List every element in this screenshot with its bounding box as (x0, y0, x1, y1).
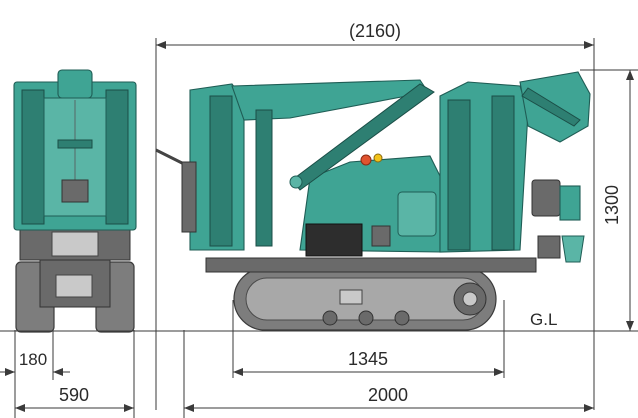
side-engine-panel (397, 191, 437, 237)
side-lower-frame (205, 257, 537, 273)
side-roller-2 (358, 310, 374, 326)
front-cross-bar (57, 139, 93, 149)
side-jib-arm (521, 87, 581, 127)
front-undercarriage (39, 254, 111, 308)
side-track-plate (339, 289, 363, 305)
dimension-track-shoe-width: 180 (0, 330, 70, 418)
side-front-leg-2 (491, 95, 515, 251)
dimension-track-center-label: 1345 (348, 349, 388, 369)
side-front-jack-pad (537, 235, 561, 259)
front-undercarriage-plate (55, 274, 93, 298)
dimension-height: 1300 (580, 69, 638, 331)
dimension-overall-length-top-label: (2160) (349, 21, 401, 41)
side-rear-leg (209, 95, 233, 247)
front-control-box (61, 179, 89, 203)
side-front-leg-1 (447, 99, 471, 251)
dimension-height-label: 1300 (602, 185, 622, 225)
side-rear-leg-2 (255, 109, 273, 247)
side-front-jack (561, 235, 585, 263)
front-boom-head (57, 69, 93, 99)
dimension-overall-width: 590 (15, 330, 135, 418)
side-warning-lamp-red (360, 154, 372, 166)
side-boom-pivot (289, 175, 303, 189)
side-hook-block (559, 185, 581, 221)
front-view (13, 69, 137, 333)
dimension-track-center: 1345 (232, 300, 505, 378)
dimension-track-shoe-width-label: 180 (19, 350, 47, 369)
dimension-overall-length-top: (2160) (155, 21, 595, 410)
side-boom (231, 79, 429, 121)
front-right-column (105, 89, 129, 225)
front-base-plate (51, 231, 99, 257)
side-roller-3 (394, 310, 410, 326)
side-winch (531, 179, 561, 217)
dimension-overall-width-label: 590 (59, 385, 89, 405)
dimension-overall-length-bottom-label: 2000 (368, 385, 408, 405)
dimension-overall-length-bottom: 2000 (183, 330, 594, 418)
side-fuel-box (371, 225, 391, 247)
side-view (155, 71, 591, 331)
side-control-panel (181, 161, 197, 233)
side-warning-lamp-yellow (373, 153, 383, 163)
side-grille (305, 223, 363, 257)
front-left-column (21, 89, 45, 225)
side-roller-1 (322, 310, 338, 326)
ground-line-label: G.L (530, 310, 557, 329)
side-sprocket-hub (462, 291, 478, 307)
